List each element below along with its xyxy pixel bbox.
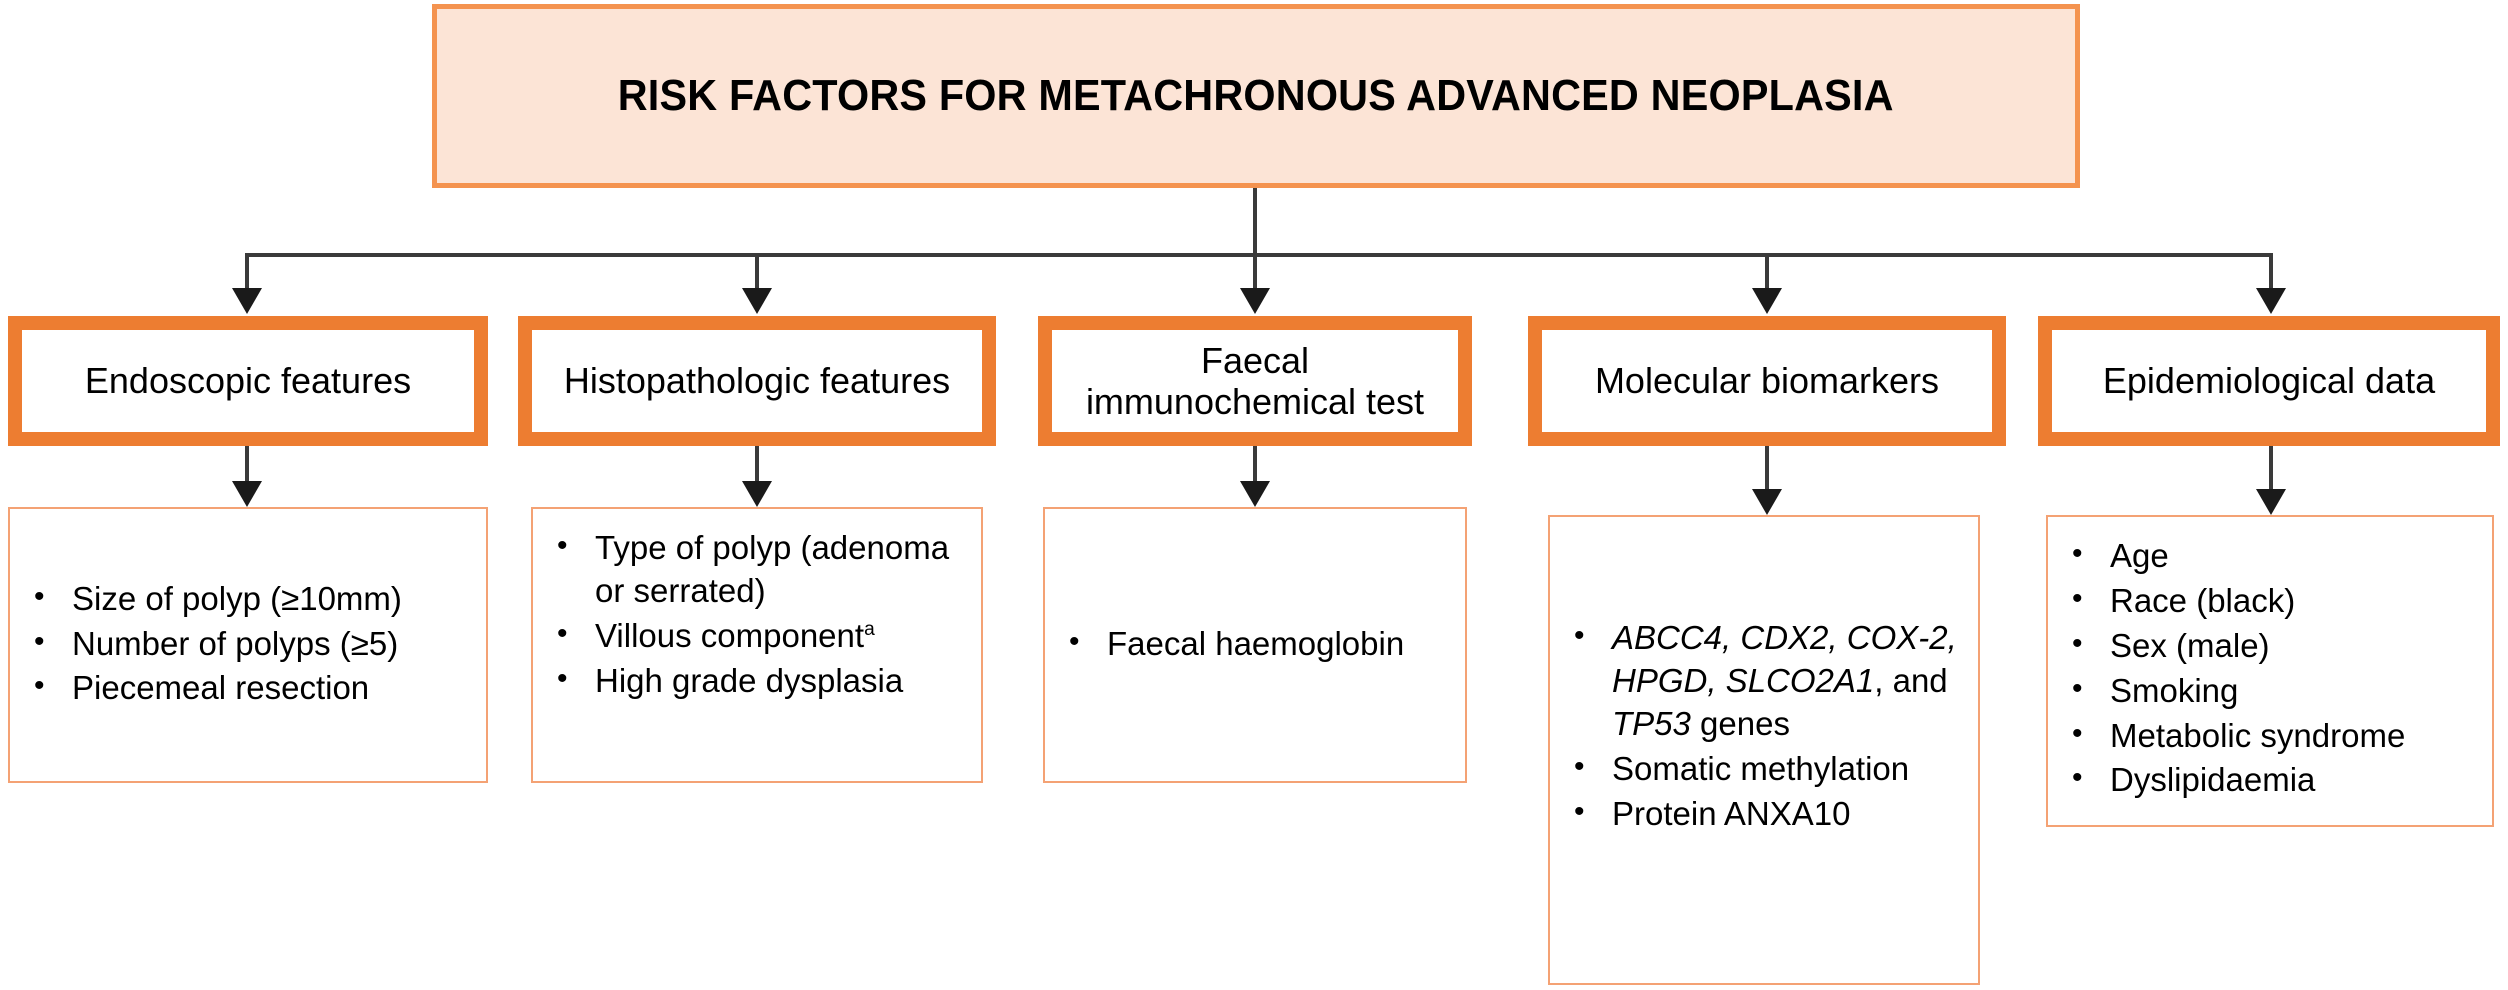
footnote-marker: a [864, 618, 875, 640]
category-label-molecular-biomarkers: Molecular biomarkers [1594, 360, 1940, 402]
category-label-endoscopic-features: Endoscopic features [84, 360, 412, 402]
category-label-faecal-immunochemical-test: Faecal immunochemical test [1085, 339, 1425, 422]
list-item: Sex (male) [2072, 624, 2482, 668]
list-item: ABCC4, CDX2, COX-2, HPGD, SLCO2A1, and T… [1574, 616, 1968, 746]
detail-box-faecal-immunochemical-test: Faecal haemoglobin [1043, 507, 1467, 783]
list-item-text: Age [2110, 537, 2169, 574]
connector-cat2-to-detail [755, 446, 759, 483]
connector-center-stem [1253, 188, 1257, 255]
list-item-text: , and [1874, 661, 1948, 699]
connector-drop-1 [245, 253, 249, 291]
list-item-text: Type of polyp (adenoma or serrated) [595, 529, 950, 609]
category-box-histopathologic-features[interactable]: Histopathologic features [518, 316, 996, 446]
list-item-text: Villous component [595, 616, 865, 654]
bullet-list-endoscopic-features: Size of polyp (≥10mm) Number of polyps (≥… [10, 577, 486, 713]
list-item: Metabolic syndrome [2072, 714, 2482, 758]
arrow-to-detail-5 [2256, 489, 2286, 515]
list-item-text: Piecemeal resection [72, 669, 370, 707]
category-box-endoscopic-features[interactable]: Endoscopic features [8, 316, 488, 446]
detail-box-endoscopic-features: Size of polyp (≥10mm) Number of polyps (≥… [8, 507, 488, 783]
diagram-title: RISK FACTORS FOR METACHRONOUS ADVANCED N… [618, 71, 1894, 120]
list-item: High grade dysplasia [557, 659, 971, 703]
category-box-molecular-biomarkers[interactable]: Molecular biomarkers [1528, 316, 2006, 446]
list-item-text: Number of polyps (≥5) [72, 624, 399, 662]
list-item-text: High grade dysplasia [595, 661, 904, 699]
arrow-to-category-4 [1752, 288, 1782, 314]
list-item: Villous componenta [557, 614, 971, 658]
arrow-to-detail-3 [1240, 481, 1270, 507]
list-item: Smoking [2072, 669, 2482, 713]
arrow-to-category-2 [742, 288, 772, 314]
connector-drop-5 [2269, 253, 2273, 291]
arrow-to-category-1 [232, 288, 262, 314]
list-item: Type of polyp (adenoma or serrated) [557, 526, 971, 613]
category-box-epidemiological-data[interactable]: Epidemiological data [2038, 316, 2500, 446]
list-item-text: Protein ANXA10 [1612, 794, 1851, 832]
category-label-epidemiological-data: Epidemiological data [2102, 360, 2436, 402]
arrow-to-detail-1 [232, 481, 262, 507]
list-item-text: Race (black) [2110, 581, 2296, 619]
bullet-list-epidemiological-data: AgeRace (black) Sex (male) SmokingMetaboli… [2048, 534, 2492, 804]
list-item: Number of polyps (≥5) [34, 622, 476, 666]
connector-cat4-to-detail [1765, 446, 1769, 491]
detail-box-molecular-biomarkers: ABCC4, CDX2, COX-2, HPGD, SLCO2A1, and T… [1548, 515, 1980, 985]
arrow-to-category-3 [1240, 288, 1270, 314]
arrow-to-detail-4 [1752, 489, 1782, 515]
list-item: Race (black) [2072, 579, 2482, 623]
bullet-list-faecal-immunochemical-test: Faecal haemoglobin [1045, 622, 1465, 668]
list-item: Somatic methylation [1574, 747, 1968, 791]
list-item-text: Smoking [2110, 671, 2239, 709]
connector-bus [245, 253, 1263, 257]
list-item: Piecemeal resection [34, 666, 476, 710]
list-item-text: Faecal haemoglobin [1107, 624, 1405, 662]
connector-cat3-to-detail [1253, 446, 1257, 483]
bullet-list-molecular-biomarkers: ABCC4, CDX2, COX-2, HPGD, SLCO2A1, and T… [1550, 616, 1978, 837]
list-item: Dyslipidaemia [2072, 758, 2482, 802]
detail-box-epidemiological-data: AgeRace (black) Sex (male) SmokingMetaboli… [2046, 515, 2494, 827]
list-item-text: genes [1690, 704, 1790, 742]
list-item: Faecal haemoglobin [1069, 622, 1455, 666]
arrow-to-detail-2 [742, 481, 772, 507]
list-item: Protein ANXA10 [1574, 792, 1968, 836]
title-box: RISK FACTORS FOR METACHRONOUS ADVANCED N… [432, 4, 2080, 188]
list-item: Age [2072, 534, 2482, 578]
category-box-faecal-immunochemical-test[interactable]: Faecal immunochemical test [1038, 316, 1472, 446]
list-item-text: TP53 [1612, 704, 1691, 742]
connector-drop-4 [1765, 253, 1769, 291]
list-item-text: Sex (male) [2110, 626, 2270, 664]
connector-drop-2 [755, 253, 759, 291]
list-item-text: Somatic methylation [1612, 749, 1910, 787]
list-item: Size of polyp (≥10mm) [34, 577, 476, 621]
list-item-text: Size of polyp (≥10mm) [72, 579, 402, 617]
connector-cat5-to-detail [2269, 446, 2273, 491]
detail-box-histopathologic-features: Type of polyp (adenoma or serrated) Villo… [531, 507, 983, 783]
list-item-text: ABCC4, CDX2, COX-2, HPGD, SLCO2A1 [1612, 619, 1957, 699]
bullet-list-histopathologic-features: Type of polyp (adenoma or serrated) Villo… [533, 526, 981, 705]
connector-cat1-to-detail [245, 446, 249, 483]
category-label-histopathologic-features: Histopathologic features [563, 360, 951, 402]
connector-bus-right [1253, 253, 2269, 257]
arrow-to-category-5 [2256, 288, 2286, 314]
list-item-text: Dyslipidaemia [2110, 761, 2316, 799]
list-item-text: Metabolic syndrome [2110, 716, 2406, 754]
connector-drop-3 [1253, 253, 1257, 291]
